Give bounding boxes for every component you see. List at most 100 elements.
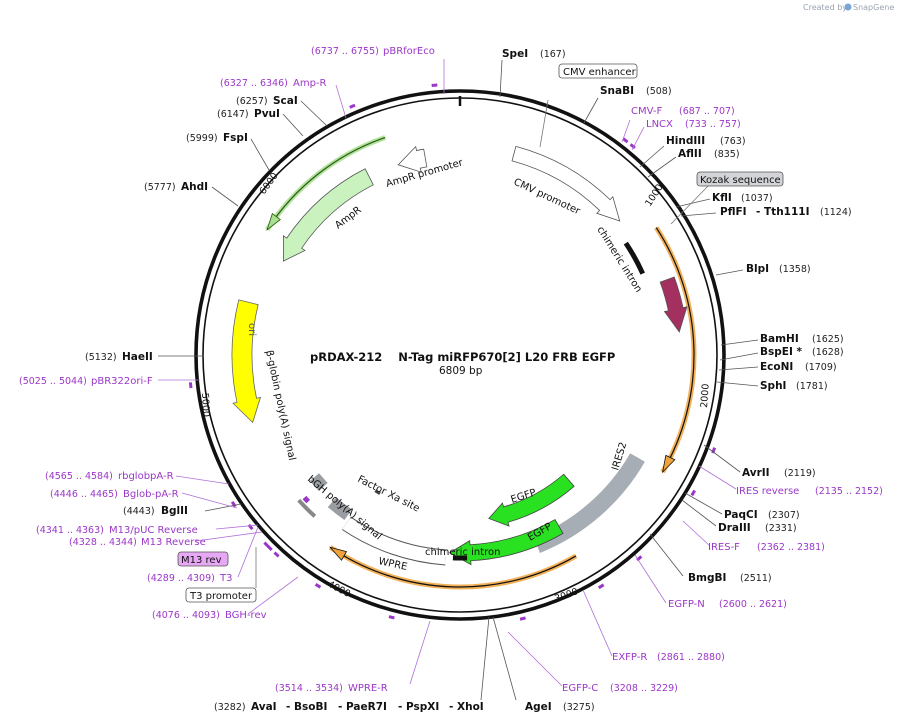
site-avrII[interactable]: AvrII bbox=[742, 467, 770, 479]
orf-ampr bbox=[266, 136, 386, 231]
t3-promoter-box[interactable] bbox=[185, 587, 257, 603]
ampr-promoter-arrow bbox=[397, 145, 428, 173]
site-bsoBI[interactable]: - BsoBI bbox=[286, 701, 327, 713]
primer-m13reverse[interactable]: M13 Reverse bbox=[141, 537, 206, 548]
primer-ires-reverse[interactable]: IRES reverse bbox=[736, 486, 799, 497]
kozak-box[interactable] bbox=[696, 171, 784, 187]
primer-egfpn[interactable]: EGFP-N bbox=[668, 599, 705, 610]
site-ecoNI[interactable]: EcoNI bbox=[760, 361, 793, 373]
site-xhoI[interactable]: - XhoI bbox=[449, 701, 484, 713]
site-bspEI-pos: (1628) bbox=[812, 347, 844, 358]
snapgene-logo-icon bbox=[844, 3, 852, 11]
site-speI[interactable]: SpeI bbox=[502, 48, 528, 60]
site-tth111I-pos: (1124) bbox=[820, 207, 852, 218]
orf-bottom bbox=[329, 546, 577, 588]
site-draIII[interactable]: DraIII bbox=[718, 522, 751, 534]
orf-right-head bbox=[662, 454, 676, 474]
primer-mark-10 bbox=[314, 583, 322, 589]
tick-2000: 2000 bbox=[699, 383, 712, 408]
egfp-2-arrow bbox=[448, 518, 564, 566]
site-avaI[interactable]: AvaI bbox=[251, 701, 277, 713]
factor-xa-mark bbox=[374, 489, 381, 495]
site-kflI-pos: (1037) bbox=[741, 193, 773, 204]
primer-rbglobpar[interactable]: rbglobpA-R bbox=[118, 471, 174, 482]
plasmid-name: pRDAX-212 N-Tag miRFP670[2] L20 FRB EGFP bbox=[310, 350, 615, 364]
site-tth111I[interactable]: - Tth111I bbox=[756, 206, 810, 218]
restriction-sites: SpeI (167) SnaBI (508) HindIII (763) Afl… bbox=[85, 48, 852, 713]
site-ageI[interactable]: AgeI bbox=[525, 701, 552, 713]
primer-bglobpar-range: (4446 .. 4465) bbox=[50, 489, 118, 500]
primer-wprer[interactable]: WPRE-R bbox=[348, 683, 388, 694]
primer-mark-14 bbox=[247, 523, 254, 531]
site-haeII-pos: (5132) bbox=[85, 352, 117, 363]
site-avrII-pos: (2119) bbox=[784, 468, 816, 479]
primer-bghrev[interactable]: BGH-rev bbox=[225, 610, 267, 621]
site-bamHI-pos: (1625) bbox=[812, 334, 844, 345]
primer-egfpc[interactable]: EGFP-C bbox=[562, 683, 598, 694]
primer-cmvf[interactable]: CMV-F bbox=[631, 106, 662, 117]
primer-mark-1 bbox=[349, 103, 356, 109]
orf-ampr-head bbox=[266, 212, 281, 231]
chimeric-intron-2-label: chimeric intron bbox=[425, 547, 500, 558]
primer-egfpn-range: (2600 .. 2621) bbox=[719, 599, 787, 610]
site-bspEI[interactable]: BspEI * bbox=[760, 346, 803, 358]
site-bmgBI[interactable]: BmgBI bbox=[688, 572, 726, 584]
wpre-arc bbox=[342, 517, 447, 565]
primer-mark-0 bbox=[431, 83, 438, 87]
site-snabI[interactable]: SnaBI bbox=[600, 85, 634, 97]
m13rev-label: M13 rev bbox=[181, 555, 222, 566]
site-kflI[interactable]: KflI bbox=[712, 192, 732, 204]
ampr-arrow bbox=[283, 168, 374, 262]
site-haeII[interactable]: HaeII bbox=[122, 351, 153, 363]
leader-lines bbox=[158, 59, 759, 701]
site-fspI[interactable]: FspI bbox=[223, 132, 248, 144]
site-sphI-pos: (1781) bbox=[796, 381, 828, 392]
primer-wprer-range: (3514 .. 3534) bbox=[275, 683, 343, 694]
site-bglII-pos: (4443) bbox=[123, 506, 155, 517]
site-bglII[interactable]: BglII bbox=[161, 505, 188, 517]
site-pspXI[interactable]: - PspXI bbox=[398, 701, 439, 713]
primer-pbrforeco[interactable]: pBRforEco bbox=[383, 46, 435, 57]
m13rev-box[interactable] bbox=[177, 551, 229, 567]
primer-bglobpar[interactable]: Bglob-pA-R bbox=[123, 489, 179, 500]
site-scaI[interactable]: ScaI bbox=[273, 95, 298, 107]
backbone-outer-ring bbox=[194, 89, 726, 621]
cmv-enhancer-box[interactable] bbox=[558, 63, 638, 79]
site-blpI[interactable]: BlpI bbox=[746, 263, 769, 275]
primer-t3[interactable]: T3 bbox=[219, 573, 232, 584]
site-ageI-pos: (3275) bbox=[563, 702, 595, 713]
primer-iresf[interactable]: IRES-F bbox=[708, 542, 740, 553]
primer-exfpr-range: (2861 .. 2880) bbox=[657, 652, 725, 663]
site-aflII[interactable]: AflII bbox=[678, 148, 702, 160]
site-paqCI[interactable]: PaqCI bbox=[724, 509, 758, 521]
primer-m13puc-range: (4341 .. 4363) bbox=[36, 525, 104, 536]
primer-ampr[interactable]: Amp-R bbox=[293, 78, 327, 89]
plasmid-length: 6809 bp bbox=[439, 365, 483, 377]
primer-pbrforeco-range: (6737 .. 6755) bbox=[311, 46, 379, 57]
site-snabI-pos: (508) bbox=[646, 86, 672, 97]
primer-iresf-range: (2362 .. 2381) bbox=[757, 542, 825, 553]
site-bamHI[interactable]: BamHI bbox=[760, 333, 799, 345]
beta-globin-polya-label: β-globin poly(A) signal bbox=[263, 349, 297, 461]
site-hindIII[interactable]: HindIII bbox=[666, 135, 705, 147]
tick-5000: 5000 bbox=[199, 393, 211, 418]
site-paqCI-pos: (2307) bbox=[768, 510, 800, 521]
site-paeR7I[interactable]: - PaeR7I bbox=[338, 701, 387, 713]
frb-label: FRB bbox=[657, 361, 668, 381]
egfp-1-arrow bbox=[488, 473, 575, 527]
kozak-label: Kozak sequence bbox=[700, 175, 781, 186]
primer-rbglobpar-range: (4565 .. 4584) bbox=[45, 471, 113, 482]
primer-pbr322orif[interactable]: pBR322ori-F bbox=[91, 376, 153, 387]
site-pvuI-pos: (6147) bbox=[217, 109, 249, 120]
site-pflFI[interactable]: PflFI bbox=[720, 206, 747, 218]
cmv-enhancer-label: CMV enhancer bbox=[563, 67, 637, 78]
site-pvuI[interactable]: PvuI bbox=[254, 108, 280, 120]
site-bmgBI-pos: (2511) bbox=[740, 573, 772, 584]
site-sphI[interactable]: SphI bbox=[760, 380, 786, 392]
primer-mark-5 bbox=[690, 489, 696, 497]
site-ahdI[interactable]: AhdI bbox=[181, 181, 208, 193]
credit-text: Created by bbox=[803, 3, 847, 12]
primer-lncx[interactable]: LNCX bbox=[646, 119, 673, 130]
primer-m13puc[interactable]: M13/pUC Reverse bbox=[109, 525, 198, 536]
primer-exfpr[interactable]: EXFP-R bbox=[612, 652, 647, 663]
